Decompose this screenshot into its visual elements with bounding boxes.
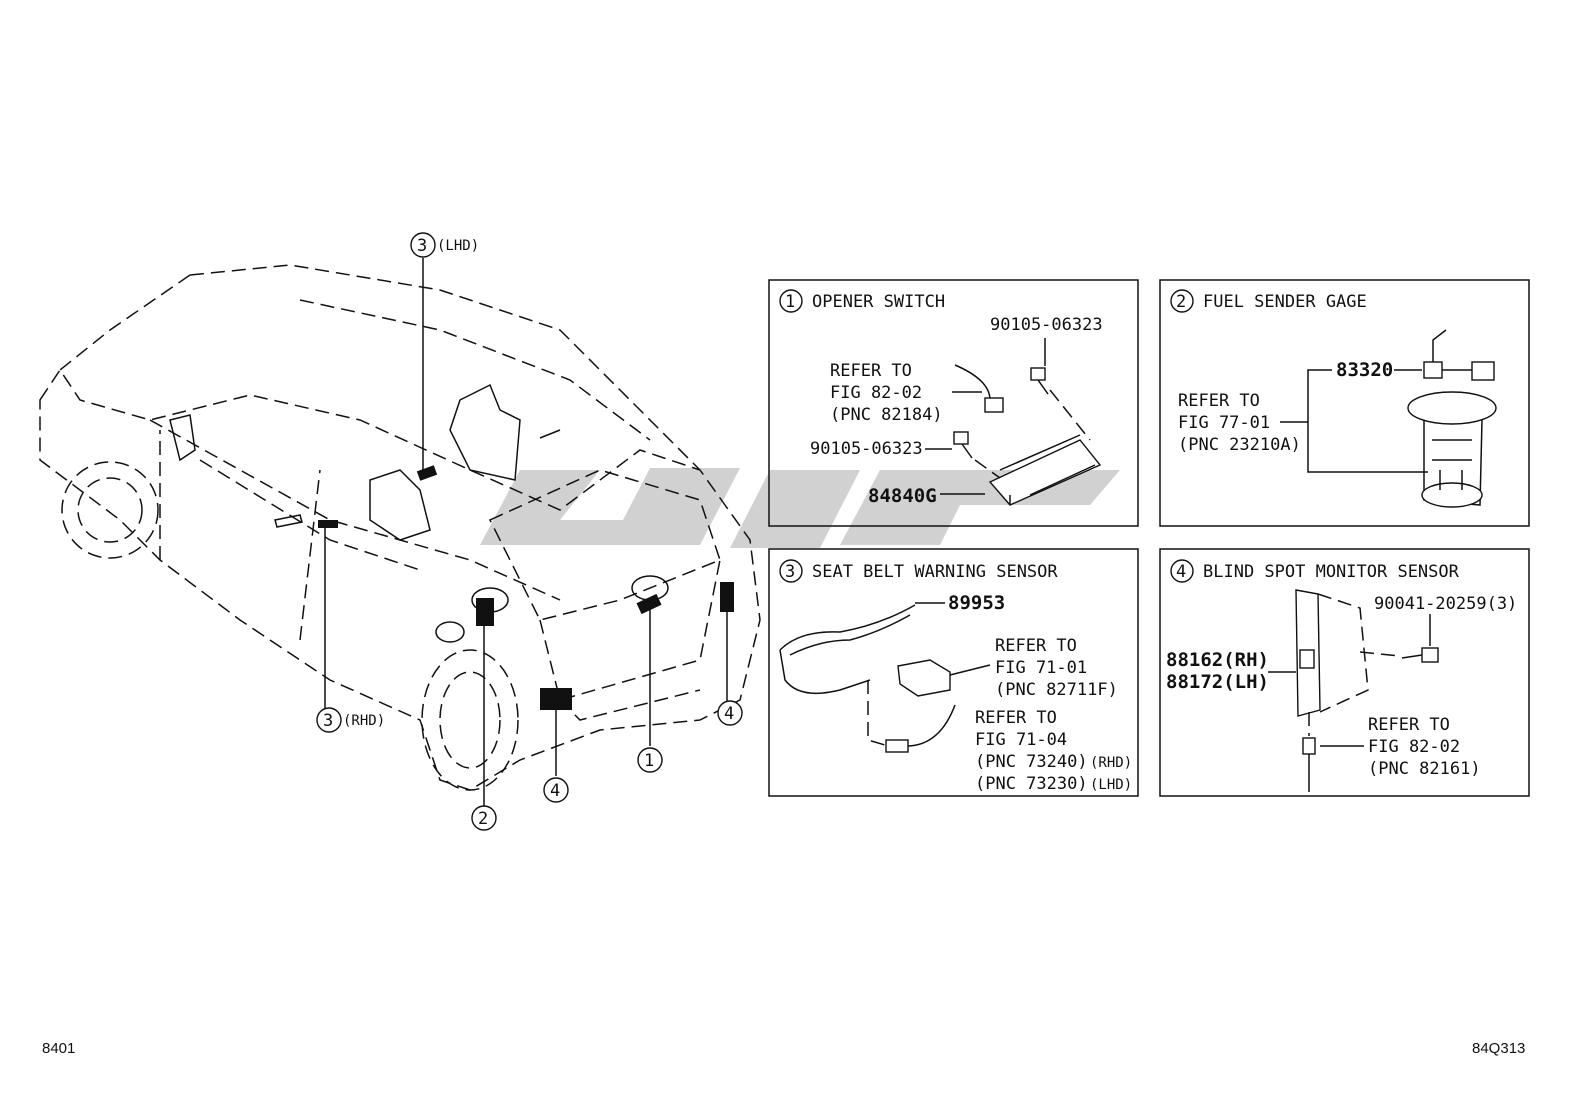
panel-opener-switch: 1 OPENER SWITCH 90105-06323 REFER TO FIG… — [768, 279, 1139, 527]
callout-leaders — [324, 258, 728, 806]
svg-text:3: 3 — [417, 236, 427, 256]
panel-title: BLIND SPOT MONITOR SENSOR — [1203, 562, 1460, 582]
svg-text:(PNC 82184): (PNC 82184) — [830, 405, 943, 425]
svg-text:FIG 71-04: FIG 71-04 — [975, 730, 1067, 750]
panel-title: FUEL SENDER GAGE — [1203, 292, 1367, 312]
svg-text:(LHD): (LHD) — [1090, 777, 1132, 793]
svg-text:FIG 82-02: FIG 82-02 — [830, 383, 922, 403]
part-number: 90105-06323 — [990, 315, 1103, 335]
svg-text:REFER TO: REFER TO — [995, 636, 1077, 656]
svg-text:(RHD): (RHD) — [1090, 755, 1132, 771]
blind-spot-sensor-marker-left — [540, 688, 572, 710]
svg-text:FIG 71-01: FIG 71-01 — [995, 658, 1087, 678]
part-number: 83320 — [1336, 359, 1393, 381]
svg-text:(RHD): (RHD) — [343, 713, 385, 729]
bolt-icon — [1030, 338, 1049, 395]
svg-text:REFER TO: REFER TO — [975, 708, 1057, 728]
callouts: 3 (LHD) 3 (RHD) 2 4 1 4 — [316, 232, 743, 831]
panel-seat-belt-warning-sensor: 3 SEAT BELT WARNING SENSOR 89953 REFER T… — [768, 548, 1139, 797]
svg-text:4: 4 — [1176, 562, 1186, 582]
wire-connector-drawing — [952, 364, 1004, 413]
figure-code-right: 84Q313 — [1472, 1040, 1526, 1057]
callout-seat-belt-lhd: 3 (LHD) — [410, 232, 479, 258]
fuel-pump-drawing — [1407, 329, 1497, 508]
panel-title: OPENER SWITCH — [812, 292, 945, 312]
bolt-icon — [1359, 614, 1439, 663]
seat-belt-sensor-marker-lhd — [416, 465, 438, 481]
fuel-sender-marker — [476, 598, 494, 626]
svg-text:FIG 77-01: FIG 77-01 — [1178, 413, 1270, 433]
svg-text:REFER TO: REFER TO — [830, 361, 912, 381]
panel-fuel-sender-gage: 2 FUEL SENDER GAGE 83320 REFER TO FIG 77… — [1159, 279, 1530, 527]
svg-text:3: 3 — [785, 562, 795, 582]
svg-text:(PNC 82161): (PNC 82161) — [1368, 759, 1481, 779]
panel-blind-spot-monitor-sensor: 4 BLIND SPOT MONITOR SENSOR 90041-20259(… — [1159, 548, 1530, 797]
callout-seat-belt-rhd: 3 (RHD) — [316, 707, 385, 733]
svg-text:(LHD): (LHD) — [437, 238, 479, 254]
blind-spot-sensor-drawing — [1268, 589, 1369, 717]
svg-text:4: 4 — [724, 704, 734, 724]
vehicle-part-markers — [318, 465, 734, 710]
callout-fuel-sender: 2 — [471, 805, 497, 831]
part-number: 88172(LH) — [1166, 671, 1269, 693]
callout-opener-switch: 1 — [637, 747, 663, 773]
vehicle-drawing — [39, 264, 761, 791]
connector-drawing — [867, 659, 991, 753]
svg-text:(PNC 73230): (PNC 73230) — [975, 774, 1088, 794]
svg-text:2: 2 — [478, 809, 488, 829]
opener-switch-marker — [636, 593, 662, 615]
part-number: 89953 — [948, 592, 1005, 614]
svg-text:(PNC 73240): (PNC 73240) — [975, 752, 1088, 772]
callout-blind-spot-right: 4 — [717, 700, 743, 726]
svg-text:1: 1 — [785, 292, 795, 312]
svg-text:FIG 82-02: FIG 82-02 — [1368, 737, 1460, 757]
blind-spot-sensor-marker-right — [720, 582, 734, 612]
svg-text:2: 2 — [1176, 292, 1186, 312]
bolt-icon — [925, 431, 973, 459]
svg-text:3: 3 — [323, 711, 333, 731]
seat-belt-sensor-marker-rhd — [318, 520, 338, 528]
svg-text:REFER TO: REFER TO — [1368, 715, 1450, 735]
part-number: 88162(RH) — [1166, 649, 1269, 671]
svg-text:1: 1 — [644, 751, 654, 771]
svg-text:REFER TO: REFER TO — [1178, 391, 1260, 411]
seat-belt-sensor-mat-drawing — [779, 604, 916, 695]
opener-switch-drawing — [940, 389, 1102, 506]
callout-blind-spot-left: 4 — [543, 777, 569, 803]
panel-title: SEAT BELT WARNING SENSOR — [812, 562, 1058, 582]
figure-code-left: 8401 — [42, 1040, 76, 1057]
svg-text:(PNC 82711F): (PNC 82711F) — [995, 680, 1118, 700]
svg-text:4: 4 — [550, 781, 560, 801]
svg-text:(PNC 23210A): (PNC 23210A) — [1178, 435, 1301, 455]
connector-drawing — [1302, 712, 1364, 792]
part-number: 90041-20259(3) — [1374, 594, 1517, 614]
part-number: 84840G — [868, 485, 937, 507]
part-number: 90105-06323 — [810, 439, 923, 459]
